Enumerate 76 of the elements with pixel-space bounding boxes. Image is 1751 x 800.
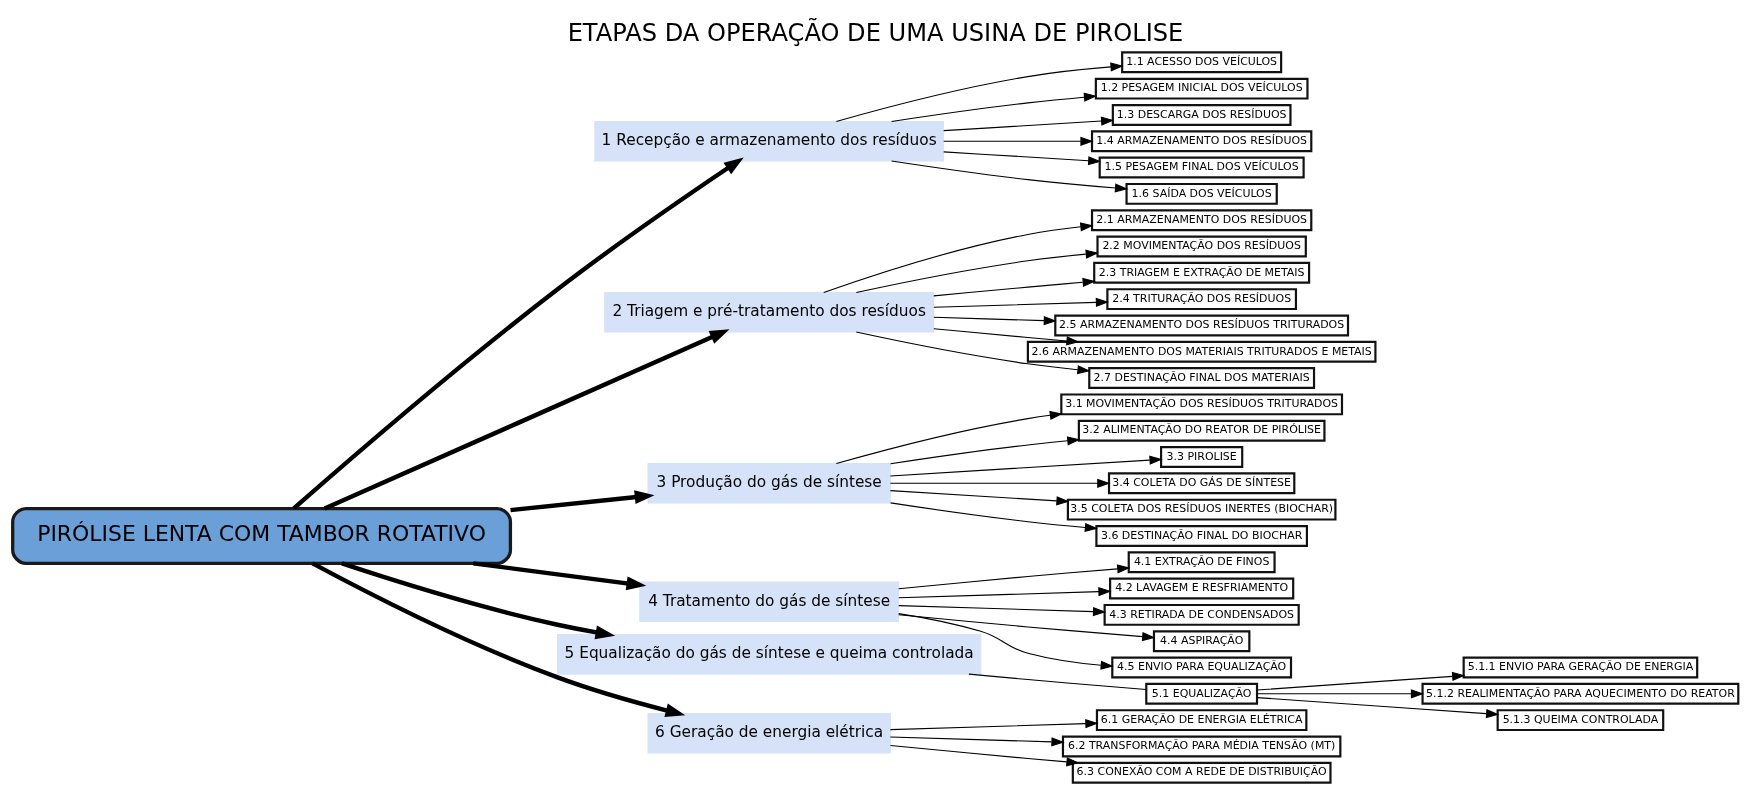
- arrow: [933, 316, 1057, 326]
- arrow: [855, 249, 1099, 294]
- arrow: [891, 160, 1129, 193]
- arrow: [835, 410, 1063, 465]
- node-box: 5.1 EQUALIZAÇÃO: [1145, 682, 1259, 705]
- arrow: [898, 605, 1107, 617]
- arrow: [943, 151, 1102, 166]
- node-box: 5.1.1 ENVIO PARA GERAÇÃO DE ENERGIA: [1462, 656, 1699, 679]
- arrow: [933, 328, 1080, 346]
- node-box: 6 Geração de energia elétrica: [647, 713, 891, 754]
- node-box: 4.3 RETIRADA DE CONDENSADOS: [1103, 603, 1300, 626]
- arrow: [889, 719, 1099, 731]
- node-box: 5 Equalização do gás de síntese e queima controlada: [557, 634, 982, 675]
- arrow: [889, 736, 1065, 747]
- node-box: 3.5 COLETA DOS RESÍDUOS INERTES (BIOCHAR): [1066, 498, 1337, 521]
- arrow: [943, 136, 1094, 146]
- arrow: [311, 561, 686, 718]
- arrow: [889, 744, 1080, 767]
- arrow: [889, 478, 1111, 488]
- node-box: 2.6 ARMAZENAMENTO DOS MATERIAIS TRITURADOS E METAIS: [1026, 340, 1377, 363]
- connector: [968, 673, 1147, 691]
- arrow: [341, 561, 616, 640]
- arrow: [1256, 689, 1425, 699]
- arrow: [889, 455, 1163, 477]
- node-box: 4.4 ASPIRAÇÃO: [1152, 630, 1251, 653]
- arrow: [510, 490, 655, 513]
- arrow: [835, 62, 1124, 123]
- node-box: 4.2 LAVAGEM E RESFRIAMENTO: [1109, 577, 1295, 600]
- node-box: PIRÓLISE LENTA COM TAMBOR ROTATIVO: [11, 506, 513, 565]
- node-box: 2.7 DESTINAÇÃO FINAL DOS MATERIAIS: [1088, 367, 1316, 390]
- node-box: 1 Recepção e armazenamento dos resíduos: [594, 121, 944, 162]
- arrow: [898, 587, 1112, 599]
- node-box: 1.1 ACESSO DOS VEÍCULOS: [1121, 51, 1283, 74]
- node-box: 4.5 ENVIO PARA EQUALIZAÇÃO: [1111, 656, 1293, 679]
- node-box: 6.1 GERAÇÃO DE ENERGIA ELÉTRICA: [1095, 709, 1308, 732]
- node-box: 1.3 DESCARGA DOS RESÍDUOS: [1111, 104, 1292, 126]
- node-box: 3.3 PIROLISE: [1160, 446, 1244, 468]
- arrow: [889, 490, 1070, 506]
- node-box: 1.4 ARMAZENAMENTO DOS RESÍDUOS: [1090, 130, 1313, 153]
- node-box: 6.3 CONEXÃO COM A REDE DE DISTRIBUIÇÃO: [1071, 761, 1332, 784]
- arrow: [943, 116, 1115, 132]
- arrow: [855, 331, 1091, 375]
- node-box: 2.4 TRITURAÇÃO DOS RESÍDUOS: [1106, 288, 1298, 311]
- arrow: [890, 436, 1081, 465]
- node-box: 3.2 ALIMENTAÇÃO DO REATOR DE PIRÓLISE: [1077, 419, 1326, 442]
- node-box: 3.6 DESTINAÇÃO FINAL DO BIOCHAR: [1095, 525, 1308, 547]
- arrow: [933, 297, 1109, 308]
- node-box: 1.5 PESAGEM FINAL DOS VEÍCULOS: [1098, 156, 1305, 179]
- arrow: [823, 222, 1094, 294]
- node-box: 6.2 TRANSFORMAÇÃO PARA MÉDIA TENSÃO (MT): [1061, 735, 1342, 758]
- arrow: [473, 561, 647, 591]
- node-box: 2.5 ARMAZENAMENTO DOS RESÍDUOS TRITURADOS: [1054, 314, 1350, 337]
- arrow: [891, 92, 1098, 123]
- node-box: 2.2 MOVIMENTAÇÃO DOS RESÍDUOS: [1096, 235, 1307, 258]
- arrow: [933, 277, 1096, 297]
- arrow: [323, 329, 730, 511]
- arrow: [292, 157, 744, 511]
- arrow: [898, 614, 1156, 642]
- node-box: 4 Tratamento do gás de síntese: [639, 581, 900, 622]
- node-box: 1.6 SAÍDA DOS VEÍCULOS: [1125, 182, 1278, 205]
- arrow: [890, 502, 1098, 533]
- arrow: [898, 564, 1131, 590]
- node-box: 3 Produção do gás de síntese: [647, 463, 891, 504]
- node-box: 2.3 TRIAGEM E EXTRAÇÃO DE METAIS: [1093, 261, 1311, 284]
- node-box: 4.1 EXTRAÇÃO DE FINOS: [1127, 551, 1276, 574]
- node-box: 2 Triagem e pré-tratamento dos resíduos: [604, 292, 935, 333]
- node-box: 1.2 PESAGEM INICIAL DOS VEÍCULOS: [1094, 77, 1309, 100]
- arrow: [1256, 671, 1466, 691]
- node-box: 2.1 ARMAZENAMENTO DOS RESÍDUOS: [1090, 209, 1313, 232]
- node-box: 5.1.3 QUEIMA CONTROLADA: [1496, 709, 1665, 732]
- node-box: 5.1.2 REALIMENTAÇÃO PARA AQUECIMENTO DO REATOR: [1421, 682, 1740, 705]
- diagram-title: ETAPAS DA OPERAÇÃO DE UMA USINA DE PIROLISE: [567, 19, 1184, 48]
- arrow: [898, 613, 1114, 670]
- arrow: [1256, 697, 1500, 719]
- node-box: 3.4 COLETA DO GÁS DE SÍNTESE: [1107, 472, 1296, 495]
- node-box: 3.1 MOVIMENTAÇÃO DOS RESÍDUOS TRITURADOS: [1060, 393, 1344, 416]
